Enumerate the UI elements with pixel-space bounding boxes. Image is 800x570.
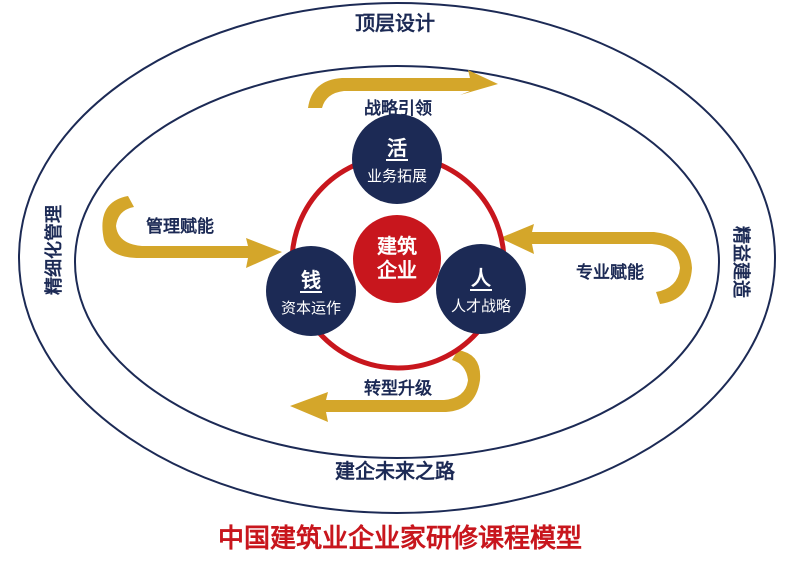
arrow-left-shape xyxy=(102,196,283,268)
node-right-label: 人才战略 xyxy=(451,297,511,315)
ring-label-top: 顶层设计 xyxy=(355,11,435,35)
arrow-top-shape xyxy=(308,70,498,108)
inner-ellipse xyxy=(74,65,720,459)
outer-ellipse xyxy=(18,2,776,514)
node-left-label: 资本运作 xyxy=(281,299,341,317)
ring-label-left: 精细化管理 xyxy=(43,205,65,295)
center-line2: 企业 xyxy=(376,258,417,282)
node-top-label: 业务拓展 xyxy=(367,167,427,185)
diagram-caption: 中国建筑业企业家研修课程模型 xyxy=(218,523,582,554)
node-left-char: 钱 xyxy=(301,268,321,292)
arrow-right-shape xyxy=(500,224,692,304)
center-circle xyxy=(353,215,441,303)
ring-label-right: 精益建造 xyxy=(730,226,752,298)
arrow-label-bottom: 转型升级 xyxy=(364,378,432,399)
center-line1: 建筑 xyxy=(377,234,417,258)
node-right-char: 人 xyxy=(471,266,492,290)
arrow-label-left: 管理赋能 xyxy=(146,216,214,237)
node-top-char: 活 xyxy=(387,136,407,160)
ring-label-bottom: 建企未来之路 xyxy=(335,459,456,483)
arrow-bottom-shape xyxy=(290,350,481,422)
arrow-label-top: 战略引领 xyxy=(364,98,432,119)
arrow-label-right: 专业赋能 xyxy=(576,262,644,283)
